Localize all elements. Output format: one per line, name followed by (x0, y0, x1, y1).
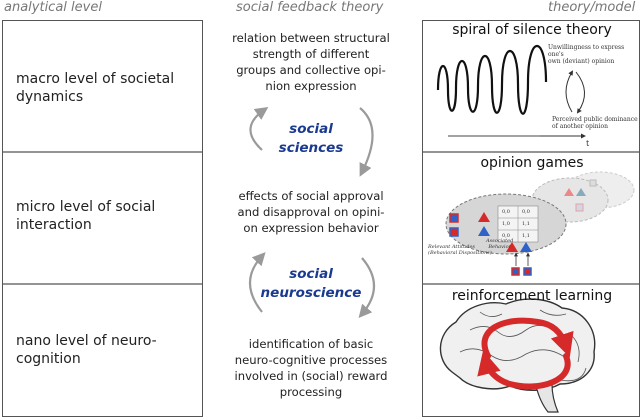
level-macro-line-1: macro level of societal (16, 71, 175, 87)
spiral-coil (436, 45, 548, 115)
cycle-arrow-upper-left (249, 106, 269, 151)
header-theory-model: theory/model (548, 0, 636, 15)
model-title-opinion-games: opinion games (480, 155, 584, 171)
feedback-nano-line: processing (279, 385, 343, 399)
discipline-social-sciences: social sciences (256, 120, 366, 158)
level-nano-label: nano level of neuro- cognition (16, 332, 157, 368)
opinion-games-label-behavior: Associated Behavior (486, 238, 513, 250)
spiral-illustration (436, 45, 586, 139)
discipline-upper-line: sciences (278, 140, 344, 156)
model-title-spiral-of-silence: spiral of silence theory (452, 22, 612, 38)
blue-triangle-1 (478, 226, 490, 236)
feedback-macro-line: relation between structural (232, 31, 390, 45)
brain-stem (535, 383, 559, 413)
opinion-games-illustration (445, 171, 635, 276)
brain-outline (439, 298, 596, 391)
level-micro-line-1: micro level of social (16, 199, 156, 215)
model-title-reinforcement-learning: reinforcement learning (451, 288, 613, 304)
level-macro-label: macro level of societal dynamics (16, 70, 174, 106)
feedback-macro-line: nion expression (265, 79, 357, 93)
cerebellum (559, 367, 587, 382)
feedback-micro-text: effects of social approval and disapprov… (206, 188, 416, 236)
level-macro-line-2: dynamics (16, 89, 84, 105)
feedback-nano-line: identification of basic (248, 337, 374, 351)
level-nano-line-2: cognition (16, 351, 81, 367)
opinion-games-label-attitudes: Relevant Attitudes (Behavioral Dispositi… (428, 244, 492, 256)
opinion-label-line: Behavior (488, 244, 511, 250)
spiral-loop-arrow-up (565, 70, 574, 113)
brain-illustration (439, 298, 596, 413)
spiral-annotation-top-line: Unwillingness to express one's (548, 44, 625, 58)
payoff-cell-3: 1,0 (502, 221, 510, 227)
discipline-lower-line: social (289, 266, 333, 282)
header-analytical-level: analytical level (4, 0, 102, 15)
feedback-macro-line: strength of different (252, 47, 370, 61)
feedback-nano-line: involved in (social) reward (234, 369, 388, 383)
attitude-square-1 (449, 213, 459, 223)
behavior-square-2 (523, 267, 532, 276)
reinforcement-cycle-arrow-bottom (477, 350, 571, 390)
attitude-square-2 (449, 227, 459, 237)
cycle-arrow-lower-left (249, 252, 266, 313)
red-triangle-3 (564, 188, 574, 196)
discipline-lower-line: neuroscience (260, 285, 362, 301)
level-nano-line-1: nano level of neuro- (16, 333, 157, 349)
feedback-micro-line: and disapproval on opini- (237, 205, 385, 219)
spiral-annotation-bottom-line: of another opinion (552, 123, 609, 130)
blue-triangle-2 (520, 242, 532, 252)
feedback-macro-text: relation between structural strength of … (206, 30, 416, 94)
discipline-social-neuroscience: social neuroscience (256, 265, 366, 303)
feedback-micro-line: effects of social approval (238, 189, 384, 203)
reinforcement-cycle-arrow-top (481, 317, 574, 359)
red-triangle-1 (478, 212, 490, 222)
payoff-cell-1: 0,0 (502, 209, 510, 215)
payoff-cell-6: 1,1 (522, 233, 530, 239)
cycle-arrow-upper-right (359, 107, 374, 177)
blue-triangle-3 (576, 188, 586, 196)
feedback-nano-text: identification of basic neuro-cognitive … (206, 336, 416, 400)
payoff-cell-5: 0,0 (502, 233, 510, 239)
spiral-axis-label: t (586, 139, 590, 148)
spiral-annotation-bottom: Perceived public dominance of another op… (552, 116, 638, 130)
payoff-cell-2: 0,0 (522, 209, 530, 215)
payoff-cell-4: 1,1 (522, 221, 530, 227)
level-micro-line-2: interaction (16, 217, 92, 233)
spiral-annotation-top-line: own (deviant) opinion (548, 58, 615, 65)
opinion-label-line: Associated (486, 238, 514, 244)
feedback-micro-line: on expression behavior (243, 221, 379, 235)
cycle-arrow-lower-right (358, 257, 375, 319)
feedback-nano-line: neuro-cognitive processes (234, 353, 388, 367)
spiral-annotation-top: Unwillingness to express one's own (devi… (548, 44, 638, 65)
spiral-loop-arrow-down (575, 71, 585, 114)
behavior-square-1 (511, 267, 520, 276)
feedback-macro-line: groups and collective opi- (236, 63, 386, 77)
opinion-label-line: (Behavioral Dispositions) (428, 250, 492, 256)
spiral-annotation-bottom-line: Perceived public dominance (552, 116, 638, 123)
red-triangle-2 (506, 242, 518, 252)
header-social-feedback-theory: social feedback theory (236, 0, 384, 15)
level-micro-label: micro level of social interaction (16, 198, 155, 234)
opinion-label-line: Relevant Attitudes (428, 244, 476, 250)
discipline-upper-line: social (289, 121, 333, 137)
